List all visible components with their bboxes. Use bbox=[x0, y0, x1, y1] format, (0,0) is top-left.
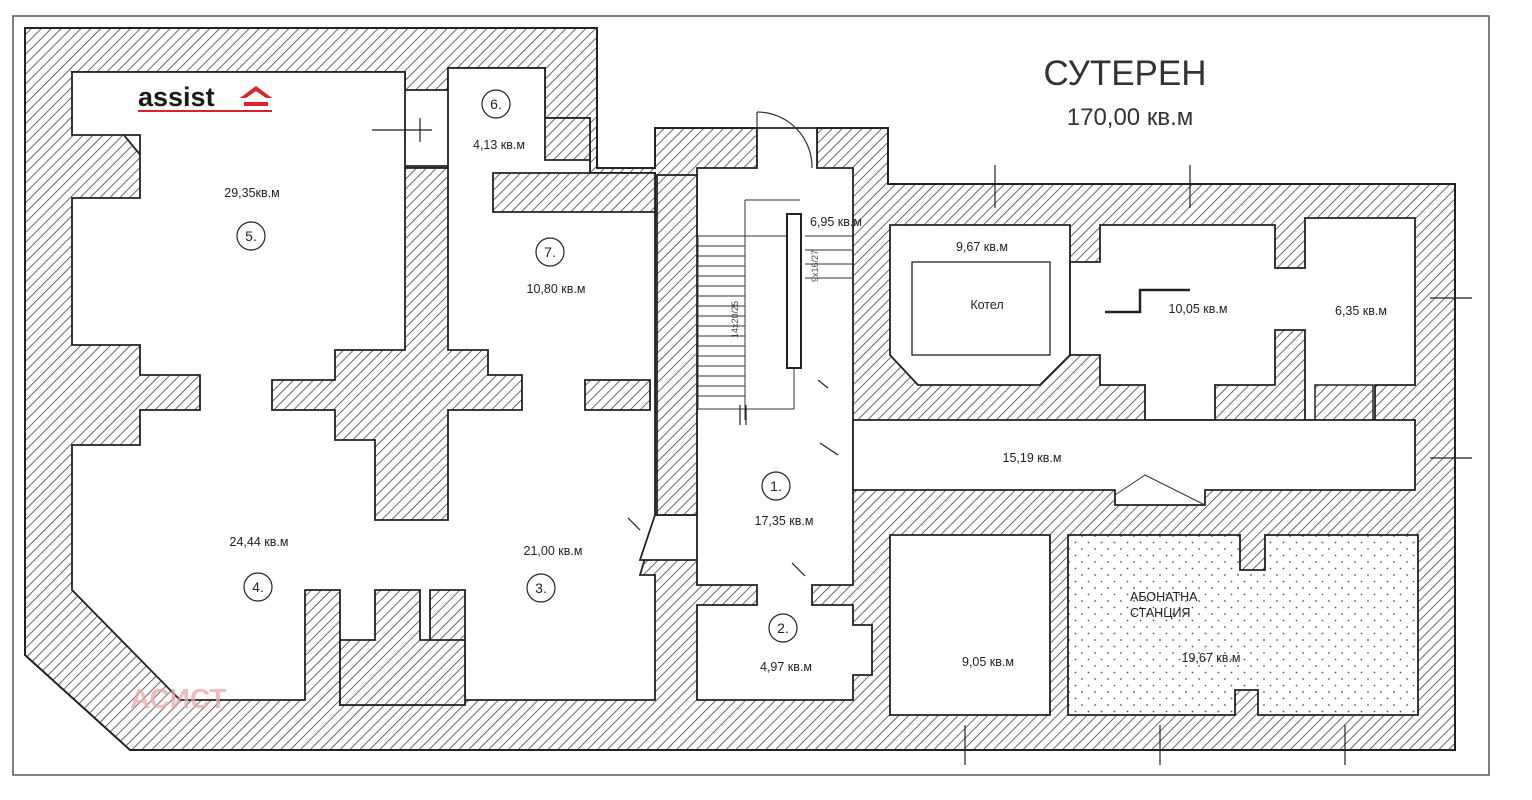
room-5-area: 29,35кв.м bbox=[224, 186, 279, 200]
room-markers bbox=[236, 89, 798, 643]
svg-text:assist: assist bbox=[138, 82, 215, 112]
room-5-number: 5. bbox=[245, 228, 257, 244]
room-2-area: 4,97 кв.м bbox=[760, 660, 812, 674]
watermark: АСИСТ bbox=[130, 683, 227, 714]
room-6-area: 4,13 кв.м bbox=[473, 138, 525, 152]
logo-roof-icon bbox=[240, 86, 272, 98]
room-1-number: 1. bbox=[770, 478, 782, 494]
stair-area: 6,95 кв.м bbox=[810, 215, 862, 229]
stair-zone bbox=[638, 111, 873, 701]
room-4-marker bbox=[243, 572, 273, 602]
room-3-area: 21,00 кв.м bbox=[524, 544, 583, 558]
room-1-marker bbox=[761, 471, 791, 501]
room-6-number: 6. bbox=[490, 96, 502, 112]
boiler-room-area: 9,67 кв.м bbox=[956, 240, 1008, 254]
room-7-number: 7. bbox=[544, 244, 556, 260]
west-zone bbox=[71, 67, 656, 706]
boiler-label: Котел bbox=[970, 298, 1003, 312]
room-5-marker bbox=[236, 221, 266, 251]
floor-title: СУТЕРЕН bbox=[1043, 54, 1206, 93]
room-3-number: 3. bbox=[535, 580, 547, 596]
room-7-area: 10,80 кв.м bbox=[527, 282, 586, 296]
room-2-number: 2. bbox=[777, 620, 789, 636]
stair-note-2: 9x16/27 bbox=[810, 250, 820, 282]
page-frame bbox=[12, 15, 1490, 776]
room-7-marker bbox=[535, 237, 565, 267]
stair-note-1: 14x20/25 bbox=[730, 301, 740, 338]
east-upper bbox=[889, 217, 1416, 422]
assist-logo: assist bbox=[138, 82, 272, 112]
total-area: 170,00 кв.м bbox=[1067, 104, 1194, 131]
room-4-area: 24,44 кв.м bbox=[230, 535, 289, 549]
room-2-marker bbox=[768, 613, 798, 643]
room-3-marker bbox=[526, 573, 556, 603]
substation-area: 19,67 кв.м bbox=[1182, 651, 1241, 665]
openings bbox=[372, 118, 1472, 765]
small-room-area: 6,35 кв.м bbox=[1335, 304, 1387, 318]
substation-label-1: АБОНАТНА bbox=[1130, 590, 1198, 604]
room-4-number: 4. bbox=[252, 579, 264, 595]
room-6-marker bbox=[481, 89, 511, 119]
room-1-area: 17,35 кв.м bbox=[755, 514, 814, 528]
corridor-area: 15,19 кв.м bbox=[1003, 451, 1062, 465]
bottom-room-area: 9,05 кв.м bbox=[962, 655, 1014, 669]
east-lower bbox=[889, 474, 1419, 716]
hall-right-area: 10,05 кв.м bbox=[1169, 302, 1228, 316]
substation-label-2: СТАНЦИЯ bbox=[1130, 606, 1190, 620]
